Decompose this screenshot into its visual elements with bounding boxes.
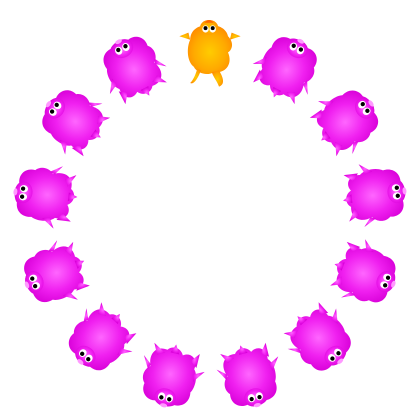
pig-creature[interactable] <box>301 75 391 165</box>
pig-creature[interactable] <box>324 232 407 314</box>
pig-sprite <box>28 77 118 166</box>
creatures-layer <box>9 20 411 415</box>
pig-sprite <box>14 233 97 316</box>
pig-sprite <box>132 337 210 415</box>
pig-creature[interactable] <box>89 25 175 112</box>
pig-creature[interactable] <box>132 337 210 415</box>
pig-sprite <box>275 293 366 384</box>
pig-creature[interactable] <box>28 77 118 166</box>
duck-sprite <box>179 20 241 87</box>
pig-creature[interactable] <box>338 158 411 230</box>
pig-sprite <box>89 25 175 112</box>
pig-creature[interactable] <box>275 293 366 384</box>
duck-creature[interactable] <box>179 20 241 87</box>
pig-sprite <box>301 75 391 165</box>
pig-creature[interactable] <box>9 160 81 231</box>
pig-sprite <box>55 294 146 385</box>
pig-sprite <box>9 160 81 231</box>
pig-sprite <box>338 158 411 230</box>
pig-creature[interactable] <box>14 233 97 316</box>
pig-creature[interactable] <box>55 294 146 385</box>
pig-sprite <box>243 24 330 111</box>
pig-sprite <box>324 232 407 314</box>
pig-sprite <box>212 337 289 415</box>
pig-creature[interactable] <box>212 337 289 415</box>
pig-creature[interactable] <box>243 24 330 111</box>
